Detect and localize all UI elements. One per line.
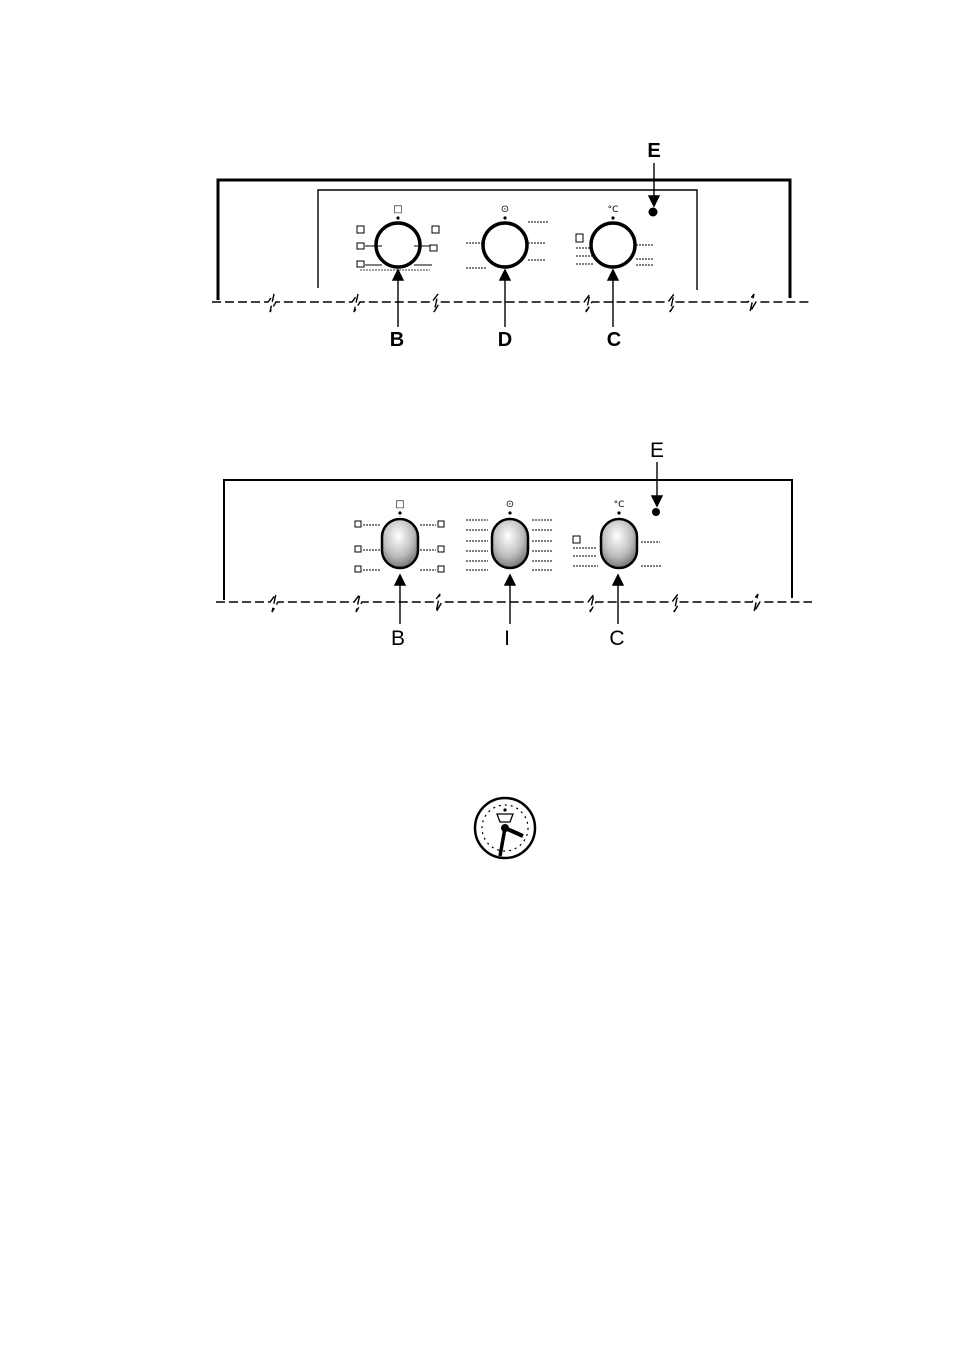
panel2-label-i: I xyxy=(504,627,510,650)
panel1-break-line xyxy=(212,294,810,312)
panel2-break-line xyxy=(216,594,812,612)
panel2-label-b: B xyxy=(391,627,405,650)
panel1-indicator-light-e xyxy=(649,208,658,217)
panel1-symbol-b: □ xyxy=(393,204,402,215)
panel2-label-e: E xyxy=(650,439,664,462)
panel1-label-e: E xyxy=(647,140,660,162)
panel2-knob-b[interactable] xyxy=(355,511,444,572)
oven-timer-dial-icon xyxy=(475,798,535,858)
panel2-symbol-i: ⊙ xyxy=(506,499,514,510)
panel2-symbol-c: °C xyxy=(614,500,625,510)
panel1-knob-b[interactable] xyxy=(357,216,439,270)
control-panel-2 xyxy=(216,462,812,624)
control-panel-1 xyxy=(212,163,810,327)
panel1-label-c: C xyxy=(607,329,621,351)
panel2-knob-c[interactable] xyxy=(573,511,662,568)
panel1-label-b: B xyxy=(390,329,404,351)
panel1-knob-c[interactable] xyxy=(576,216,654,267)
panel2-symbol-b: □ xyxy=(395,499,404,510)
panel2-knob-i[interactable] xyxy=(466,511,552,570)
panel1-symbol-d: ⊙ xyxy=(501,204,509,215)
panel2-indicator-light-e xyxy=(652,508,660,516)
panel1-outer-frame xyxy=(218,180,790,300)
panel1-knob-d[interactable] xyxy=(466,216,548,268)
panel2-label-c: C xyxy=(609,627,624,650)
panel1-symbol-c: °C xyxy=(608,205,619,215)
panel1-label-d: D xyxy=(498,329,512,351)
